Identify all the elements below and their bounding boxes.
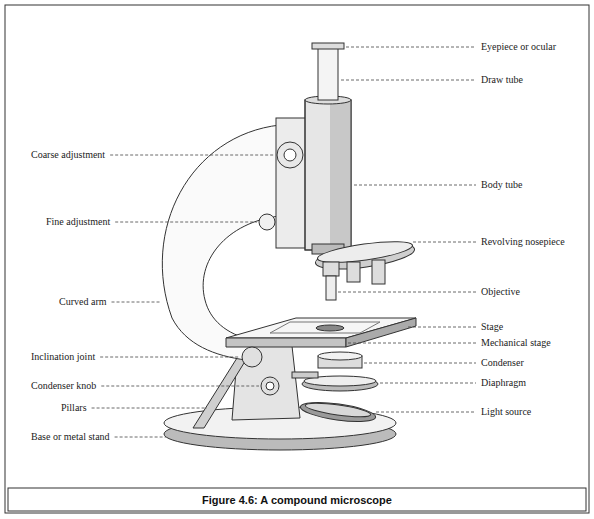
stage-aperture <box>316 325 344 331</box>
objective-3 <box>372 260 385 284</box>
leader-line <box>115 222 257 223</box>
diaphragm <box>302 377 378 391</box>
figure-caption: Figure 4.6: A compound microscope <box>8 489 586 511</box>
inclination-joint <box>242 347 262 367</box>
coarse-knob-hub <box>284 149 296 161</box>
part-label: Coarse adjustment <box>30 149 106 161</box>
leader-line <box>348 343 476 344</box>
leader-line <box>100 357 240 358</box>
leader-line <box>408 327 476 328</box>
condenser-bracket <box>292 372 318 378</box>
part-label: Condenser knob <box>30 380 97 392</box>
arm-head <box>276 118 306 248</box>
mirror-face <box>305 400 372 419</box>
figure-frame <box>5 5 589 513</box>
leader-line <box>413 242 476 243</box>
part-label: Pillars <box>60 402 88 414</box>
leader-line <box>364 363 476 364</box>
curved-arm <box>162 125 280 360</box>
part-label: Diaphragm <box>480 377 527 389</box>
light-source <box>299 399 376 425</box>
mechanical-stage <box>226 338 346 347</box>
leader-line <box>338 292 476 293</box>
caption-band <box>8 488 586 511</box>
objective-2 <box>347 262 360 282</box>
coarse-knob <box>277 142 303 168</box>
part-label: Fine adjustment <box>45 216 111 228</box>
leader-line <box>346 47 476 48</box>
part-label: Stage <box>480 321 504 333</box>
eyepiece <box>312 43 344 49</box>
leader-line <box>110 155 275 156</box>
leader-line <box>354 185 476 186</box>
condenser-top <box>318 352 362 360</box>
tube-shade <box>330 100 351 250</box>
body-tube-outline <box>305 100 351 250</box>
part-label: Base or metal stand <box>30 431 111 443</box>
leader-line <box>92 408 207 409</box>
objective-1 <box>323 262 339 276</box>
leader-line <box>341 80 476 81</box>
leader-line <box>112 302 161 303</box>
part-label: Inclination joint <box>30 351 96 363</box>
part-label: Condenser <box>480 357 525 369</box>
part-label: Body tube <box>480 179 523 191</box>
leader-line <box>115 437 166 438</box>
pillar-block <box>232 346 300 420</box>
part-label: Mechanical stage <box>480 337 552 349</box>
part-label: Draw tube <box>480 74 524 86</box>
part-label: Objective <box>480 286 521 298</box>
part-label: Revolving nosepiece <box>480 236 566 248</box>
draw-tube <box>318 48 338 100</box>
objective-1-lens <box>326 276 336 300</box>
condenser-knob <box>261 377 279 395</box>
part-label: Curved arm <box>58 296 108 308</box>
fine-knob <box>259 214 275 230</box>
leader-line <box>380 383 476 384</box>
part-label: Eyepiece or ocular <box>480 41 557 53</box>
leader-line <box>101 386 259 387</box>
part-label: Light source <box>480 406 532 418</box>
body-tube <box>305 100 351 250</box>
leader-line <box>376 412 476 413</box>
slide <box>270 322 380 333</box>
condenser-knob-hub <box>266 382 274 390</box>
